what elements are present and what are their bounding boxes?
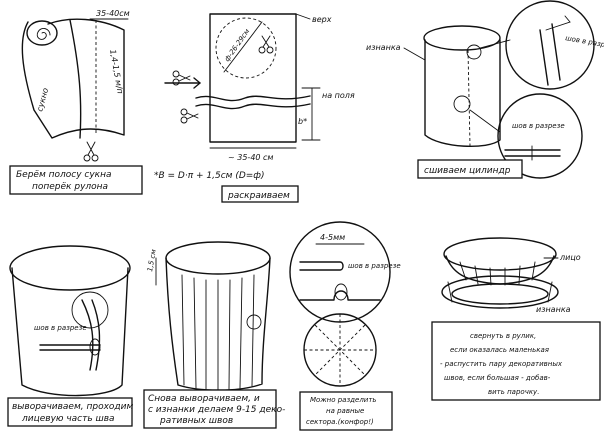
step7-note-box bbox=[431, 321, 601, 401]
scissors-icon bbox=[180, 108, 199, 124]
step5-caption-line1: Снова выворачиваем, и bbox=[148, 394, 260, 404]
fabric-label: сукно bbox=[35, 87, 50, 113]
seam-size-label: 4-5мм bbox=[320, 233, 345, 242]
pattern-width-label: ~ 35-40 см bbox=[228, 153, 273, 162]
wrong-side-label: изнанка bbox=[536, 305, 571, 314]
face-label: лицо bbox=[559, 253, 581, 262]
cylinder-illustration bbox=[423, 0, 595, 179]
step6-caption-line1: Можно разделить bbox=[310, 396, 377, 404]
step6-caption-box bbox=[299, 391, 393, 431]
scissors-icon bbox=[83, 141, 99, 162]
step6-caption-line3: сектора.(конфор!) bbox=[306, 418, 374, 426]
step7-note-line1: свернуть в рулик, bbox=[470, 332, 536, 340]
step7-note-line2: если оказалась маленькая bbox=[450, 346, 549, 354]
step2-caption-box bbox=[221, 185, 299, 203]
step1-caption-box bbox=[9, 165, 143, 195]
step2-caption: раскраиваем bbox=[227, 191, 290, 201]
step4-caption-box bbox=[7, 397, 133, 427]
seam-in-cut-label: шов в разрезе bbox=[565, 34, 604, 51]
felt-roll-illustration bbox=[21, 18, 129, 139]
step5-caption-box bbox=[143, 389, 277, 429]
step4-caption-line2: лицевую часть шва bbox=[21, 414, 115, 424]
step7-note-line5: вить парочку. bbox=[488, 388, 539, 396]
b-label: b* bbox=[298, 117, 307, 126]
cut-arrow-icon bbox=[164, 77, 201, 89]
step7-note-line3: - распустить пару декоративных bbox=[440, 360, 563, 368]
diameter-label: ф-26-29см bbox=[223, 27, 252, 63]
step5-caption-line3: ративных швов bbox=[159, 416, 233, 426]
seam-detail-illustration bbox=[289, 221, 391, 387]
seam-in-cut-label: шов в разрезе bbox=[34, 324, 87, 332]
decorative-seams-illustration bbox=[155, 241, 271, 391]
finished-hat-illustration bbox=[441, 237, 559, 309]
top-label: верх bbox=[312, 15, 332, 24]
step3-caption-box bbox=[417, 159, 523, 179]
step1-caption-line2: поперёк рулона bbox=[32, 182, 108, 192]
allowance-label: на поля bbox=[322, 91, 355, 100]
step6-caption-line2: на равные bbox=[326, 407, 364, 415]
scissors-icon bbox=[172, 70, 191, 86]
formula-label: *В = D·π + 1,5см (D=ф) bbox=[154, 171, 265, 181]
step4-caption-line1: выворачиваем, проходим bbox=[12, 402, 133, 412]
wrong-side-label: изнанка bbox=[366, 43, 401, 52]
step3-caption: сшиваем цилиндр bbox=[424, 166, 511, 176]
seam-depth-label: 1,5 см bbox=[146, 248, 158, 272]
seam-in-cut-label: шов в разрезе bbox=[348, 262, 401, 270]
cutting-pattern bbox=[195, 13, 321, 149]
scissors-icon bbox=[258, 35, 274, 54]
step5-caption-line2: с изнанки делаем 9-15 деко- bbox=[148, 405, 285, 415]
roll-length-label: 1,4-1,5 м/п bbox=[108, 49, 125, 95]
roll-width-label: 35-40см bbox=[96, 9, 130, 18]
turned-cylinder-illustration bbox=[9, 245, 131, 397]
seam-in-cut-label-2: шов в разрезе bbox=[512, 122, 565, 130]
step7-note-line4: швов, если большая - добав- bbox=[444, 374, 551, 382]
step1-caption-line1: Берём полосу сукна bbox=[16, 170, 112, 180]
